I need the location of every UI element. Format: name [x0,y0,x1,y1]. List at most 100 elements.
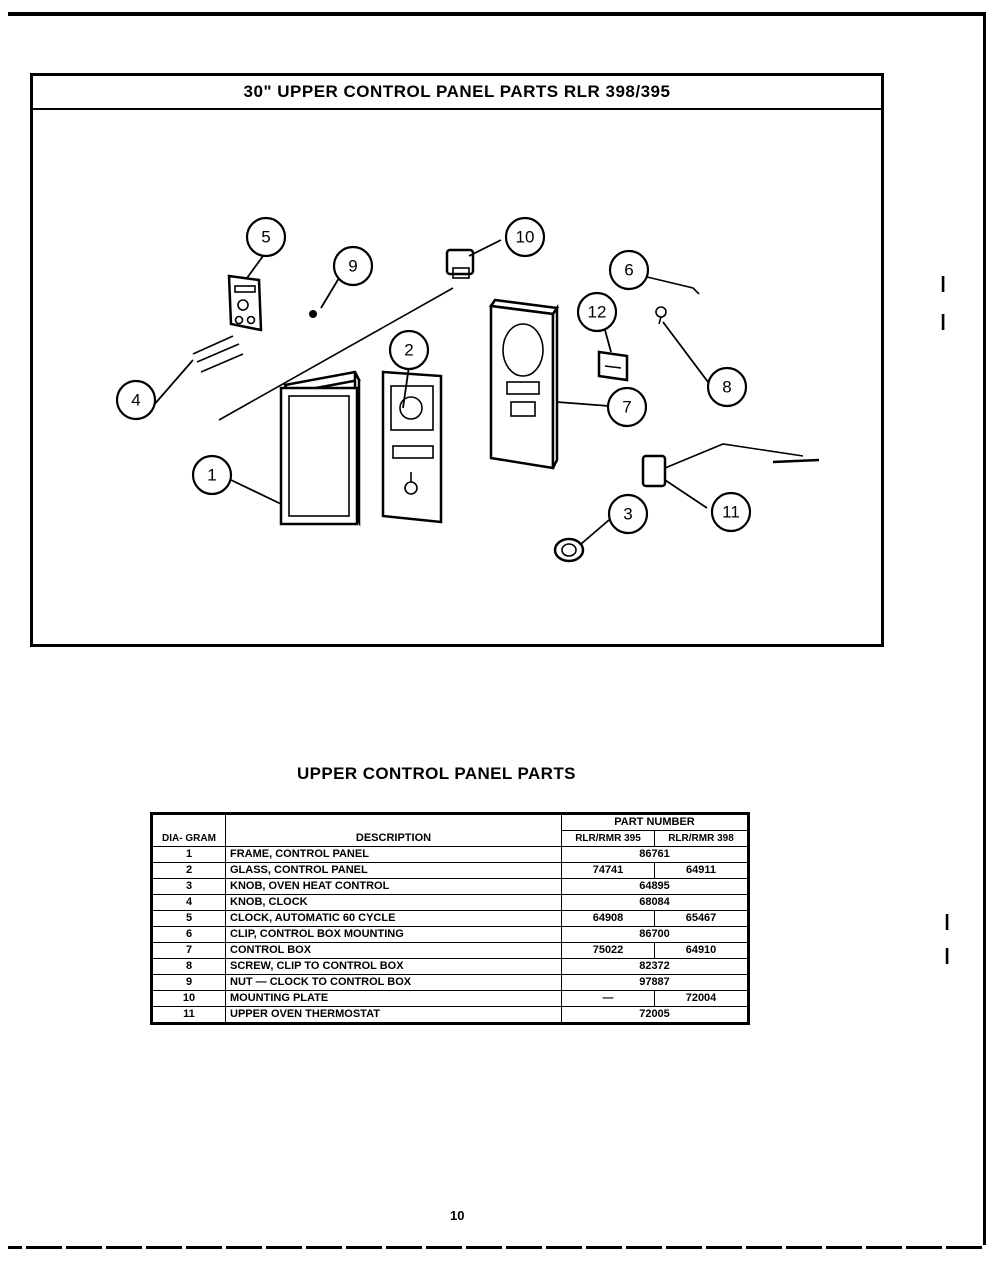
callout-8: 8 [706,366,748,408]
diagram-title: 30" UPPER CONTROL PANEL PARTS RLR 398/39… [33,76,881,110]
svg-text:6: 6 [624,261,633,280]
svg-text:8: 8 [722,378,731,397]
callout-11: 11 [710,491,752,533]
cell-description: FRAME, CONTROL PANEL [225,846,562,863]
svg-text:9: 9 [348,257,357,276]
margin-mark-upper-2: ǀ [940,310,947,335]
cell-part-number-395: — [561,990,655,1007]
cell-description: GLASS, CONTROL PANEL [225,862,562,879]
part-screw [655,306,667,325]
cell-part-number-395: 64908 [561,910,655,927]
callout-5: 5 [245,216,287,258]
cell-diagram-number: 1 [151,846,226,863]
cell-diagram-number: 9 [151,974,226,991]
cell-description: CLIP, CONTROL BOX MOUNTING [225,926,562,943]
callout-4: 4 [115,379,157,421]
cell-diagram-number: 6 [151,926,226,943]
svg-text:5: 5 [261,228,270,247]
cell-diagram-number: 4 [151,894,226,911]
svg-text:11: 11 [722,503,740,522]
svg-text:1: 1 [207,466,216,485]
cell-description: KNOB, OVEN HEAT CONTROL [225,878,562,895]
cell-part-number-shared: 82372 [561,958,749,975]
part-knob-clock [192,287,454,421]
header-diagram: DIA- GRAM [151,813,226,847]
cell-description: CONTROL BOX [225,942,562,959]
cell-part-number-shared: 97887 [561,974,749,991]
leader-lines [152,239,712,545]
part-control-box [488,298,560,470]
callout-12: 12 [576,291,618,333]
cell-part-number-398: 64911 [654,862,749,879]
cell-part-number-shared: 86761 [561,846,749,863]
cell-part-number-shared: 68084 [561,894,749,911]
part-thermostat [641,443,820,488]
cell-diagram-number: 2 [151,862,226,879]
parts-table: DIA- GRAM DESCRIPTION PART NUMBER RLR/RM… [150,812,750,1025]
callout-3: 3 [607,493,649,535]
page-edge-top [8,12,986,16]
part-glass-control-panel [381,370,443,524]
svg-text:10: 10 [516,228,535,247]
cell-diagram-number: 7 [151,942,226,959]
exploded-diagram-panel: 30" UPPER CONTROL PANEL PARTS RLR 398/39… [30,73,884,647]
cell-part-number-395: 74741 [561,862,655,879]
header-part-number: PART NUMBER [561,813,749,831]
callout-7: 7 [606,386,648,428]
cell-part-number-398: 64910 [654,942,749,959]
cell-description: UPPER OVEN THERMOSTAT [225,1006,562,1024]
cell-description: NUT — CLOCK TO CONTROL BOX [225,974,562,991]
page-number: 10 [450,1208,465,1223]
cell-part-number-shared: 72005 [561,1006,749,1024]
cell-diagram-number: 8 [151,958,226,975]
svg-text:12: 12 [588,303,607,322]
svg-text:3: 3 [623,505,632,524]
cell-part-number-398: 72004 [654,990,749,1007]
callout-10: 10 [504,216,546,258]
part-clock-automatic [227,274,263,332]
part-plate-12 [597,350,629,382]
part-clip [642,275,700,295]
part-frame-control-panel [279,370,361,527]
cell-description: SCREW, CLIP TO CONTROL BOX [225,958,562,975]
cell-diagram-number: 3 [151,878,226,895]
header-model-398: RLR/RMR 398 [654,830,749,847]
cell-description: MOUNTING PLATE [225,990,562,1007]
part-knob-oven-heat [553,537,585,563]
cell-diagram-number: 10 [151,990,226,1007]
part-nut [309,310,317,318]
callout-1: 1 [191,454,233,496]
cell-description: CLOCK, AUTOMATIC 60 CYCLE [225,910,562,927]
page-edge-right [983,12,986,1245]
svg-text:2: 2 [404,341,413,360]
table-heading: UPPER CONTROL PANEL PARTS [297,764,576,783]
margin-mark-lower: ǀ [944,910,951,935]
header-model-395: RLR/RMR 395 [561,830,655,847]
exploded-parts-illustration: 1 2 3 4 5 6 7 8 9 10 11 12 [115,216,820,563]
part-mounting-plate [445,248,475,279]
cell-part-number-shared: 64895 [561,878,749,895]
page-edge-bottom [8,1246,986,1249]
cell-part-number-395: 75022 [561,942,655,959]
margin-mark-upper: ǀ [940,272,947,297]
svg-text:4: 4 [131,391,140,410]
callout-6: 6 [608,249,650,291]
cell-diagram-number: 5 [151,910,226,927]
margin-mark-lower-2: ǀ [944,944,951,969]
cell-part-number-shared: 86700 [561,926,749,943]
callout-9: 9 [332,245,374,287]
callout-2: 2 [388,329,430,371]
header-description: DESCRIPTION [225,813,562,847]
cell-description: KNOB, CLOCK [225,894,562,911]
svg-text:7: 7 [622,398,631,417]
